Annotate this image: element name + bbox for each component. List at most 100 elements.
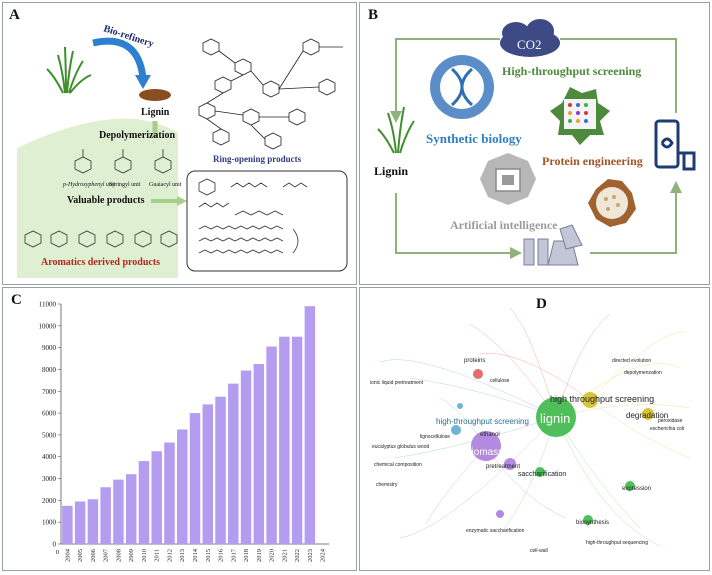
panel-a-label: A [9,7,20,23]
node-saccharification [535,467,545,477]
cycle-arrow-top-left [395,38,500,115]
depolymerization-text: Depolymerization [99,130,176,141]
kw-hts: high throughput screening [550,394,654,404]
cycle-arrow-bottom-left [395,193,512,254]
lignin-grass-icon [377,106,415,154]
y-tick-label: 3000 [42,475,57,483]
plate-screening-icon [550,87,610,145]
kw-depolymerization: depolymerization [624,370,662,376]
bar-2008 [113,479,124,544]
panel-a-illustration: Bio-refinery Lignin Depolymerization p-H… [17,23,348,279]
bar-2011 [151,451,162,544]
cycle-arrow-bottom-right [590,189,677,254]
node-lignocellulose [451,425,461,435]
x-tick-label-2016: 2016 [218,548,225,562]
cycle-arrow-top-right [560,38,677,113]
bar-2004 [62,505,73,544]
ring-opening-text: Ring-opening products [213,154,302,164]
bar-2009 [125,474,137,544]
bar-2019 [253,364,265,544]
kw-expression: expression [622,486,651,492]
gear-dna-icon [430,55,494,119]
grass-plant-icon [46,46,92,94]
node-expression [625,481,635,491]
unit-label-h: p-Hydroxyphenyl unit [62,182,116,188]
y-tick-label: 6000 [42,410,57,418]
protein-engineering-text: Protein engineering [542,154,643,168]
co2-cloud-icon [500,19,560,57]
x-tick-label-2011: 2011 [154,549,161,562]
green-fan-background [17,118,178,279]
bar-2012 [164,442,175,544]
kw-chemical: chemical composition [374,462,422,468]
panel-b: B CO2 High-throughput screening Syntheti… [359,2,710,285]
bioreactor-icon [654,119,696,171]
node-degradation [642,408,654,420]
kw-biosynthesis: biosynthesis [576,520,609,526]
seeds-plate-icon [588,179,636,227]
x-tick-label-2018: 2018 [243,549,250,562]
panel-d-label: D [536,296,547,312]
x-tick-label-2014: 2014 [192,548,199,562]
panel-c-label: C [11,292,22,308]
lab-glassware-icon [523,224,583,266]
x-tick-label-2015: 2015 [205,549,212,562]
node-biosynthesis [583,515,593,525]
bar-2006 [87,499,99,544]
x-tick-label-2009: 2009 [128,549,135,562]
bar-2007 [100,487,111,544]
kw-degradation: degradation [626,411,668,420]
y-tick-label: 2000 [42,497,57,505]
x-tick-label-2017: 2017 [230,548,237,562]
bar-2020 [266,346,277,544]
x-tick-label-2004: 2004 [64,548,71,562]
kw-pretreatment: pretreatment [486,464,520,470]
unit-label-s: Syringyl unit [109,182,141,188]
ai-chip-icon [480,153,536,205]
x-tick-label-2008: 2008 [115,549,122,562]
node-ethanol [457,403,463,409]
node-hts [582,392,598,408]
panel-b-illustration: CO2 High-throughput screening Synthetic … [374,19,696,266]
bar-2013 [177,429,188,544]
x-tick-label-2012: 2012 [166,549,173,562]
y-tick-label: 0 [53,541,57,549]
kw-escherichia: escherichia coli [650,426,684,432]
x-tick-label-2019: 2019 [256,549,263,562]
bar-2016 [215,396,226,544]
y-tick-label: 7000 [42,388,57,396]
ring-opening-box [186,170,348,272]
co2-text: CO2 [517,37,542,52]
lignin-label: Lignin [374,164,408,178]
x-tick-label-2007: 2007 [103,548,110,562]
y-tick-label: 9000 [42,344,57,352]
lignin-polymer-structure-icon [198,38,343,150]
kw-cell-wall: cell-wall [530,548,548,554]
y-tick-label: 11000 [39,301,57,309]
publications-bar-chart: 0100020003000400050006000700080009000100… [39,301,329,562]
y-tick-label: 1000 [42,519,57,527]
synbio-text: Synthetic biology [426,131,522,146]
kw-enzymatic: enzymatic saccharification [466,528,525,534]
x-tick-label-2023: 2023 [307,549,314,562]
aromatic-products-icon [24,230,178,248]
panel-d: D lignin biomass high thro [359,287,710,571]
network-links [379,307,691,547]
y-tick-label: 10000 [39,322,57,330]
kw-eucalyptus: eucalyptus globulus wood [372,444,429,450]
node-biomass [471,431,501,461]
kw-hts2: high-throughput screening [436,417,529,426]
y-tick-label: 5000 [42,431,57,439]
x-tick-label-2021: 2021 [281,549,288,562]
x-tick-label-2022: 2022 [294,549,301,562]
kw-directed-evolution: directed evolution [612,358,651,364]
bar-2005 [74,501,86,544]
bar-2023 [304,306,316,544]
bar-2017 [228,383,239,544]
bar-2021 [279,336,290,544]
ring-opening-structures-icon [198,178,308,254]
panel-b-label: B [368,7,379,23]
x-tick-label-2013: 2013 [179,549,186,562]
kw-hts-seq: high-throughput sequencing [586,540,648,546]
